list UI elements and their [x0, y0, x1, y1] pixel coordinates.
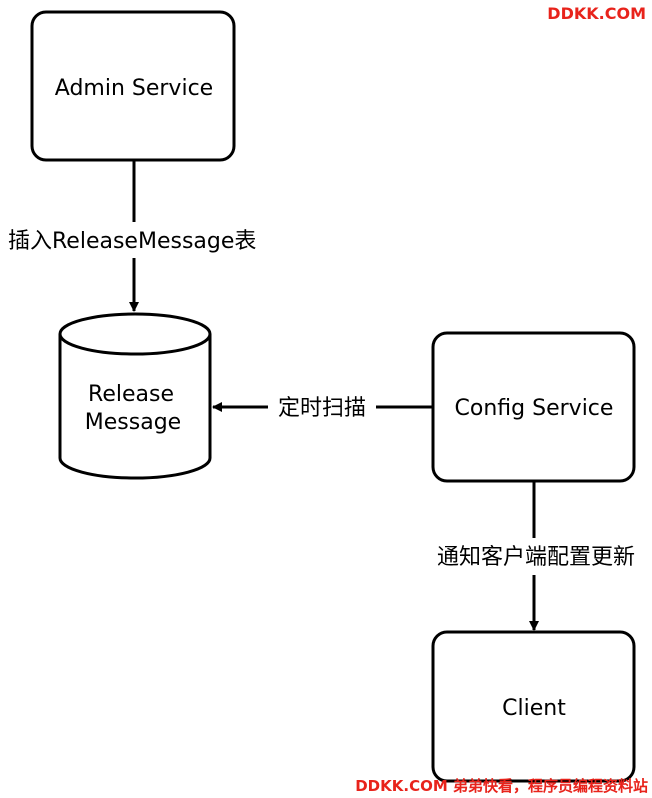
edge-config-to-client: 通知客户端配置更新: [437, 481, 635, 631]
watermark-top: DDKK.COM: [547, 4, 646, 23]
release-message-label-line1: Release: [88, 382, 174, 407]
client-label: Client: [502, 696, 566, 721]
watermark-bottom: DDKK.COM 弟弟快看，程序员编程资料站: [355, 777, 648, 795]
admin-service-label: Admin Service: [55, 76, 213, 101]
release-message-db-node: Release Message: [58, 312, 212, 480]
edge-label-insert-release-message: 插入ReleaseMessage表: [8, 229, 256, 254]
edge-label-scheduled-scan: 定时扫描: [278, 396, 366, 421]
edge-label-notify-client-config-update: 通知客户端配置更新: [437, 545, 635, 570]
config-service-label: Config Service: [455, 396, 614, 421]
client-node: Client: [431, 630, 636, 783]
edge-admin-to-release: 插入ReleaseMessage表: [8, 160, 256, 312]
config-service-node: Config Service: [431, 331, 636, 483]
edge-config-to-release: 定时扫描: [212, 396, 433, 421]
release-message-label-line2: Message: [85, 410, 181, 435]
admin-service-node: Admin Service: [30, 10, 236, 162]
